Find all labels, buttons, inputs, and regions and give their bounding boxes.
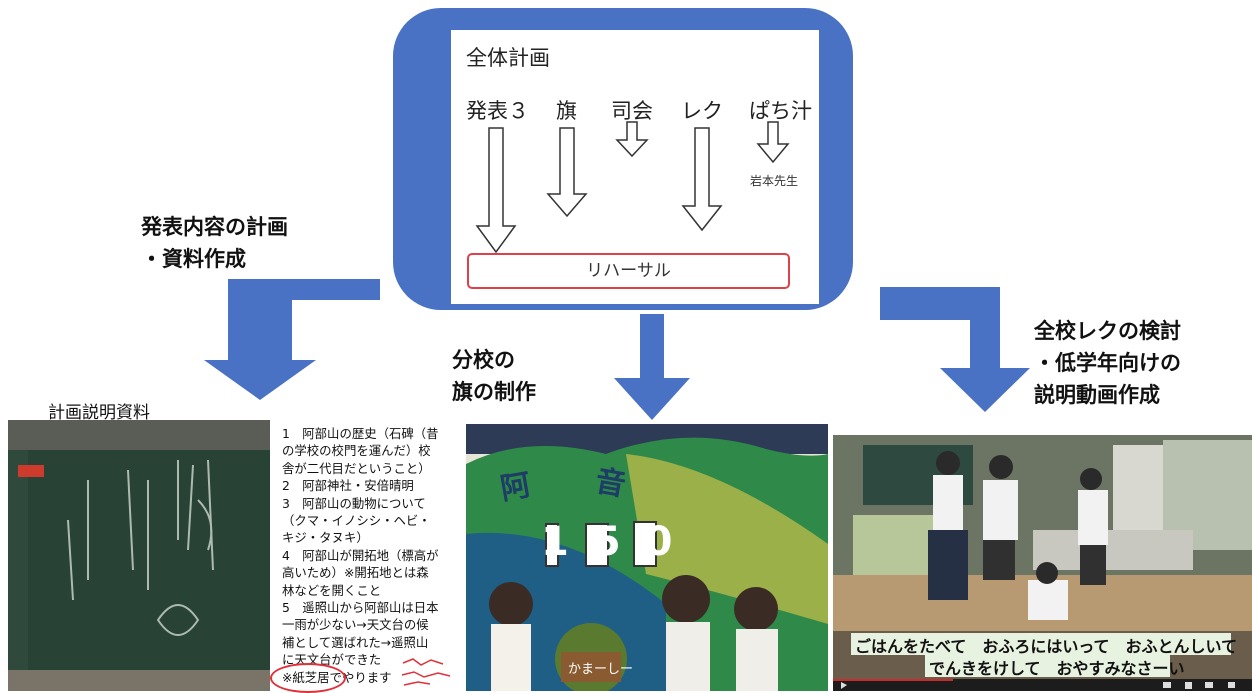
heading-right-2: ・低学年向けの <box>1034 351 1181 375</box>
heading-right-1: 全校レクの検討 <box>1034 319 1181 343</box>
note-line: 一雨が少ない→天文台の候 <box>282 617 429 633</box>
note-line: 5 遥照山から阿部山は日本 <box>282 600 439 616</box>
blackboard-image <box>8 420 270 691</box>
arrow-mc <box>615 121 649 158</box>
blackboard-photo <box>8 420 270 691</box>
notes-circle <box>270 663 346 693</box>
plan-notes: 1 阿部山の歴史（石碑（昔 の学校の校門を運んだ）校 舎が二代目だということ） … <box>282 425 462 686</box>
video-photo: ごはんをたべて おふろにはいって おふとんしいて でんきをけして おやすみなさー… <box>833 435 1252 691</box>
plan-note-teacher: 岩本先生 <box>750 174 799 188</box>
arrow-presentation <box>475 127 517 254</box>
heading-center-1: 分校の <box>452 348 515 372</box>
plan-item-flag: 旗 <box>556 99 577 123</box>
arrow-center-flow <box>614 314 690 420</box>
heading-left-2: ・資料作成 <box>141 247 246 271</box>
note-line: 2 阿部神社・安倍晴明 <box>282 478 414 494</box>
note-line: 補として選ばれた→遥照山 <box>282 634 429 650</box>
red-scribble <box>401 658 451 686</box>
arrow-recreation <box>681 127 723 232</box>
plan-item-presentation: 発表３ <box>466 99 529 123</box>
note-line: の学校の校門を運んだ）校 <box>282 443 431 459</box>
flag-label: かまーしー <box>568 662 634 677</box>
caption-left: 計画説明資料 <box>48 403 150 423</box>
note-line: 3 阿部山の動物について <box>282 495 426 511</box>
note-line: 林などを開くこと <box>282 582 382 598</box>
note-line: 舎が二代目だということ） <box>282 460 431 476</box>
heading-right-3: 説明動画作成 <box>1034 383 1160 407</box>
note-line: キジ・タヌキ） <box>282 530 369 546</box>
video-image <box>833 435 1252 691</box>
arrow-soup <box>756 121 790 164</box>
plan-item-recreation: レク <box>681 99 723 123</box>
rehearsal-label: リハーサル <box>586 261 671 281</box>
flag-number: 150 <box>541 519 697 565</box>
heading-left-1: 発表内容の計画 <box>141 215 288 239</box>
arrow-flag <box>546 127 588 218</box>
note-line: 1 阿部山の歴史（石碑（昔 <box>282 426 439 441</box>
video-subtitle-1: ごはんをたべて おふろにはいって おふとんしいて <box>855 637 1238 656</box>
note-line: （クマ・イノシシ・ヘビ・ <box>282 513 431 529</box>
plan-item-mc: 司会 <box>611 99 653 123</box>
plan-title: 全体計画 <box>466 46 550 70</box>
note-line: 高いため）※開拓地とは森 <box>282 565 429 581</box>
rehearsal-box <box>467 253 790 289</box>
arrow-right-flow <box>880 287 1030 412</box>
flag-image <box>466 424 828 691</box>
arrow-left-flow <box>204 279 380 400</box>
video-subtitle-2: でんきをけして おやすみなさーい <box>929 659 1185 678</box>
plan-arrows <box>475 121 790 254</box>
flag-photo: 阿 音 150 かまーしー <box>466 424 828 691</box>
plan-item-soup: ぱち汁 <box>749 99 812 123</box>
heading-center-2: 旗の制作 <box>452 380 536 404</box>
note-line: 4 阿部山が開拓地（標高が <box>282 547 439 563</box>
